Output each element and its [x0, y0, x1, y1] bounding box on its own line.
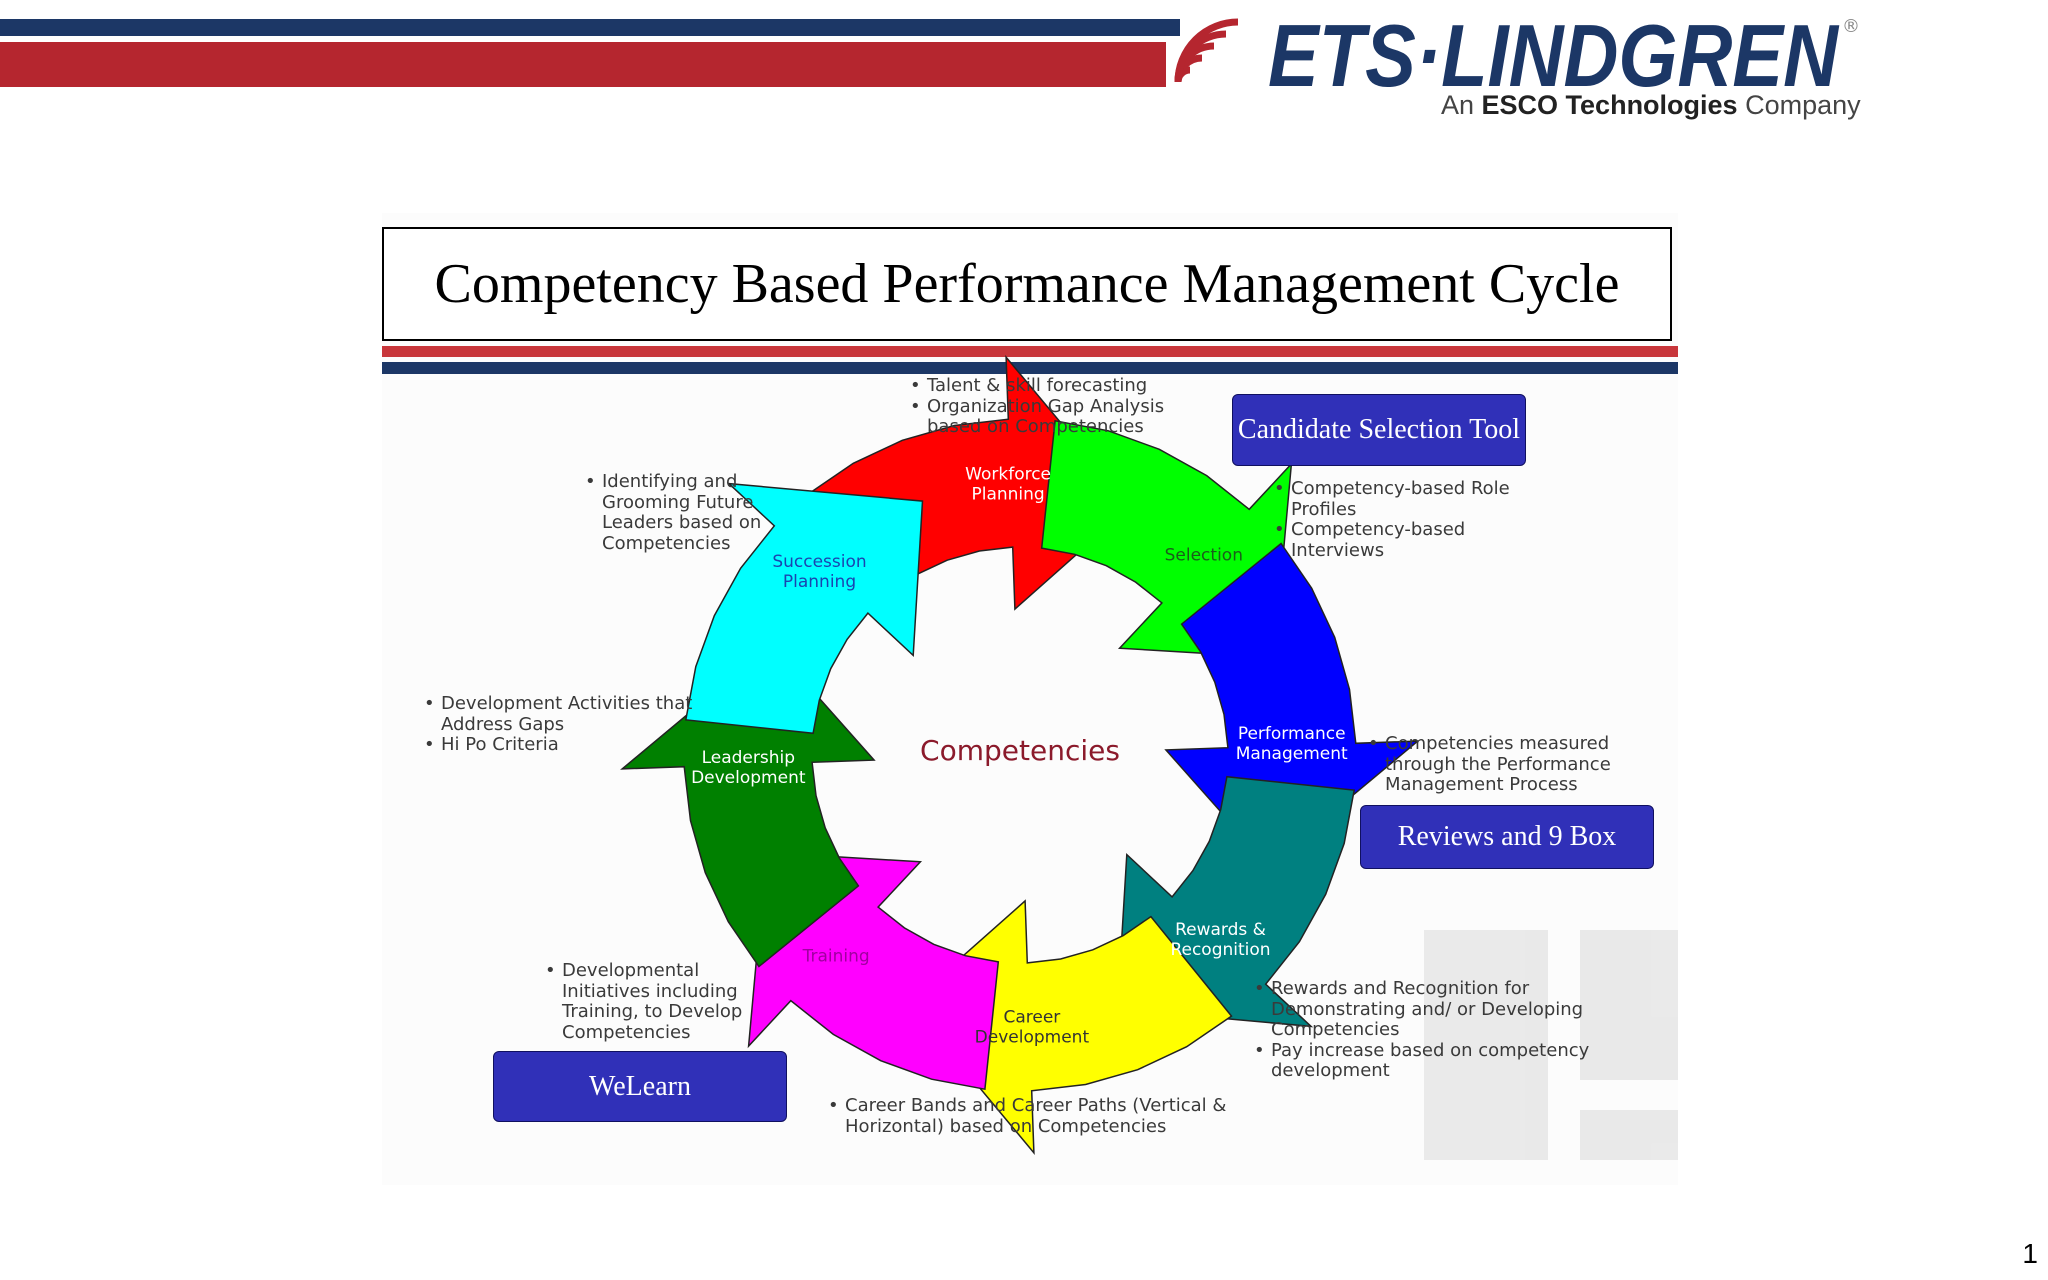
- career-notes: Career Bands and Career Paths (Vertical …: [828, 1095, 1248, 1137]
- leadership-notes: Development Activities that Address Gaps…: [424, 693, 694, 756]
- slide-title-box: Competency Based Performance Management …: [382, 227, 1672, 341]
- leadership-note-1: Development Activities that Address Gaps: [424, 693, 694, 735]
- candidate-selection-tool-button[interactable]: Candidate Selection Tool: [1232, 394, 1526, 466]
- cycle-label-0-0: Workforce: [965, 464, 1051, 484]
- succession-note-1: Identifying and Grooming Future Leaders …: [585, 471, 770, 554]
- title-navy-stripe: [382, 362, 1678, 374]
- header-banner: ETS·LINDGREN ® An ESCO Technologies Comp…: [0, 6, 1861, 120]
- registered-mark: ®: [1842, 16, 1860, 37]
- cycle-label-5-0: Training: [802, 947, 870, 967]
- rewards-note-2: Pay increase based on competency develop…: [1254, 1040, 1594, 1082]
- workforce-note-2: Organization Gap Analysis based on Compe…: [910, 396, 1190, 438]
- performance-notes: Competencies measured through the Perfor…: [1368, 733, 1638, 796]
- brand-logo-text: ETS·LINDGREN: [1268, 6, 1840, 105]
- welearn-button[interactable]: WeLearn: [493, 1051, 787, 1122]
- rewards-notes: Rewards and Recognition for Demonstratin…: [1254, 978, 1594, 1082]
- slide-title: Competency Based Performance Management …: [434, 253, 1620, 315]
- training-note-1: Developmental Initiatives including Trai…: [545, 960, 750, 1043]
- title-red-stripe: [382, 346, 1678, 357]
- cycle-label-3-1: Recognition: [1170, 940, 1270, 960]
- cycle-label-2-1: Management: [1236, 744, 1348, 764]
- red-stripe: [0, 42, 1166, 87]
- cycle-labels: WorkforcePlanningSelectionPerformanceMan…: [691, 464, 1348, 1047]
- cycle-arrow-7: [684, 482, 924, 735]
- training-notes: Developmental Initiatives including Trai…: [545, 960, 750, 1043]
- cycle-label-7-1: Planning: [783, 572, 856, 592]
- brand-tagline: An ESCO Technologies Company: [1441, 90, 1861, 120]
- cycle-label-4-1: Development: [975, 1028, 1090, 1048]
- selection-note-2: Competency-based Interviews: [1274, 519, 1534, 561]
- career-note-1: Career Bands and Career Paths (Vertical …: [828, 1095, 1248, 1137]
- signal-waves-icon: [1174, 18, 1239, 83]
- cycle-label-3-0: Rewards &: [1175, 920, 1266, 940]
- reviews-and-9-box-button[interactable]: Reviews and 9 Box: [1360, 805, 1654, 869]
- cycle-label-1-0: Selection: [1165, 546, 1243, 566]
- cycle-label-6-0: Leadership: [702, 748, 795, 768]
- cycle-label-0-1: Planning: [971, 484, 1044, 504]
- leadership-note-2: Hi Po Criteria: [424, 734, 694, 756]
- rewards-note-1: Rewards and Recognition for Demonstratin…: [1254, 978, 1594, 1041]
- selection-note-1: Competency-based Role Profiles: [1274, 478, 1534, 520]
- center-label: Competencies: [920, 734, 1120, 767]
- succession-notes: Identifying and Grooming Future Leaders …: [585, 471, 770, 554]
- cycle-label-6-1: Development: [691, 768, 806, 788]
- workforce-note-1: Talent & skill forecasting: [910, 375, 1190, 397]
- workforce-notes: Talent & skill forecasting Organization …: [910, 375, 1190, 438]
- cycle-label-2-0: Performance: [1238, 724, 1346, 744]
- cycle-label-7-0: Succession: [772, 552, 866, 572]
- navy-stripe: [0, 19, 1180, 36]
- selection-notes: Competency-based Role Profiles Competenc…: [1274, 478, 1534, 561]
- performance-note-1: Competencies measured through the Perfor…: [1368, 733, 1638, 796]
- page-number: 1: [2022, 1238, 2038, 1269]
- cycle-label-4-0: Career: [1003, 1008, 1060, 1028]
